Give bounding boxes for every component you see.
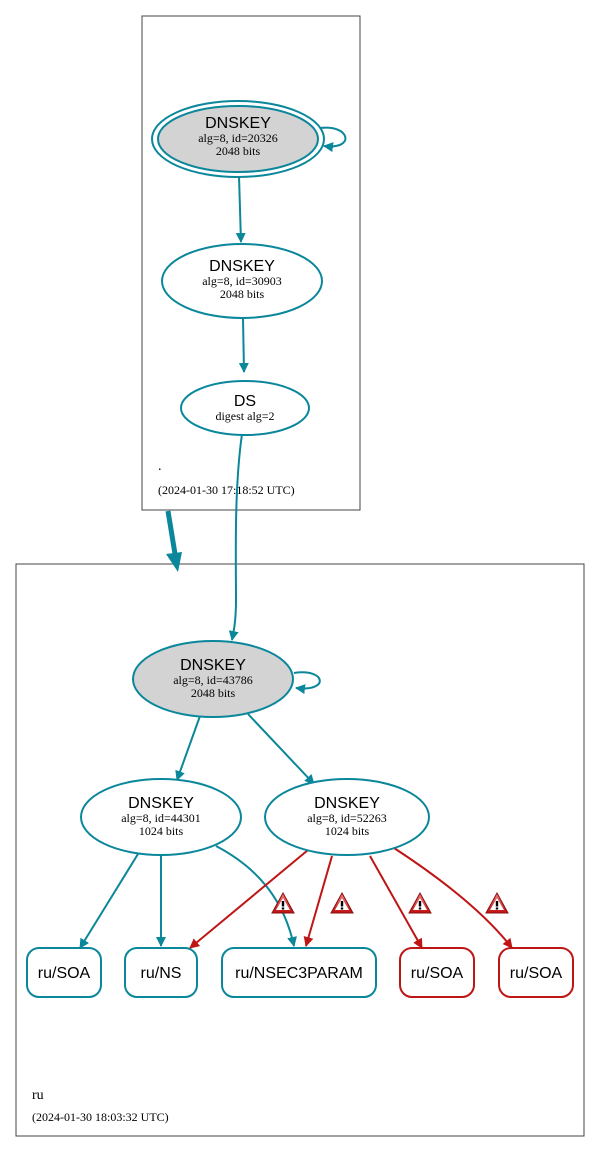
rrset-soa-3-box — [498, 947, 574, 998]
rrset-soa-3[interactable]: ru/SOA — [498, 947, 574, 998]
root-ksk-self-edge — [319, 126, 347, 153]
root-ksk-title: DNSKEY — [205, 115, 271, 132]
ru-ksk-node[interactable]: DNSKEY alg=8, id=43786 2048 bits — [132, 640, 294, 718]
ru-zsk1-alg: alg=8, id=44301 — [121, 811, 201, 825]
rrset-soa-1-label: ru/SOA — [38, 965, 91, 982]
root-zone-label: . — [158, 459, 162, 474]
rrset-ns-label: ru/NS — [141, 965, 182, 982]
ru-zsk1-bits: 1024 bits — [139, 824, 184, 838]
rrset-ns[interactable]: ru/NS — [124, 947, 198, 998]
ru-zsk1-title: DNSKEY — [128, 795, 194, 812]
rrset-nsec3param-label: ru/NSEC3PARAM — [235, 965, 363, 982]
root-ds-node[interactable]: DS digest alg=2 — [180, 380, 310, 436]
rrset-nsec3param[interactable]: ru/NSEC3PARAM — [221, 947, 377, 998]
ru-zsk2-alg: alg=8, id=52263 — [307, 811, 387, 825]
ru-ksk-ellipse — [132, 640, 294, 718]
rrset-soa-1-box — [26, 947, 102, 998]
rrset-soa-2-label: ru/SOA — [411, 965, 464, 982]
rrset-soa-3-label: ru/SOA — [510, 965, 563, 982]
root-zsk-node[interactable]: DNSKEY alg=8, id=30903 2048 bits — [161, 243, 323, 319]
ru-ksk-alg: alg=8, id=43786 — [173, 673, 253, 687]
root-ds-digest: digest alg=2 — [215, 409, 274, 423]
ru-zsk1-ellipse — [80, 778, 242, 856]
root-zsk-title: DNSKEY — [209, 258, 275, 275]
root-ksk-to-zsk-edge — [235, 175, 246, 243]
root-zone-box — [141, 15, 361, 511]
ru-ksk-to-zsk2-edge — [247, 713, 315, 785]
rrset-soa-2[interactable]: ru/SOA — [399, 947, 475, 998]
rrset-soa-1[interactable]: ru/SOA — [26, 947, 102, 998]
zsk2-to-nsec3param-edge — [303, 855, 333, 947]
root-zone-timestamp: (2024-01-30 17:18:52 UTC) — [158, 483, 295, 497]
zsk2-to-soa3-edge — [393, 847, 513, 949]
root-ksk-bits: 2048 bits — [216, 144, 261, 158]
ru-ksk-bits: 2048 bits — [191, 686, 236, 700]
warning-icon[interactable] — [485, 891, 509, 914]
ru-zone-timestamp: (2024-01-30 18:03:32 UTC) — [32, 1110, 169, 1124]
delegation-arrowhead — [166, 552, 182, 572]
root-zsk-to-ds-edge — [238, 317, 249, 373]
ds-to-ru-ksk-edge — [228, 433, 243, 641]
rrset-soa-2-box — [399, 947, 475, 998]
root-ds-ellipse — [180, 380, 310, 436]
ru-zsk2-bits: 1024 bits — [325, 824, 370, 838]
warning-icon[interactable] — [408, 891, 432, 914]
zsk2-to-ns-edge — [189, 849, 309, 949]
ru-zsk1-node[interactable]: DNSKEY alg=8, id=44301 1024 bits — [80, 778, 242, 856]
ru-ksk-to-zsk1-edge — [175, 715, 201, 781]
root-ksk-outer-ring — [151, 100, 325, 178]
root-ksk-ellipse — [157, 105, 319, 173]
delegation-arrow — [165, 510, 179, 561]
ru-ksk-title: DNSKEY — [180, 657, 246, 674]
rrset-ns-box — [124, 947, 198, 998]
ru-zone-label: ru — [32, 1088, 44, 1103]
ru-ksk-self-edge — [293, 671, 321, 695]
root-zsk-bits: 2048 bits — [220, 287, 265, 301]
zsk1-to-soa-edge — [79, 853, 139, 949]
ru-zsk2-node[interactable]: DNSKEY alg=8, id=52263 1024 bits — [264, 778, 430, 856]
root-ksk-node[interactable]: DNSKEY alg=8, id=20326 2048 bits — [151, 100, 325, 178]
root-zsk-ellipse — [161, 243, 323, 319]
ru-zsk2-title: DNSKEY — [314, 795, 380, 812]
root-ds-title: DS — [234, 393, 256, 410]
root-zsk-alg: alg=8, id=30903 — [202, 274, 282, 288]
zsk2-to-soa2-edge — [369, 855, 423, 949]
rrset-nsec3param-box — [221, 947, 377, 998]
ru-zsk2-ellipse — [264, 778, 430, 856]
zsk1-to-nsec3param-edge — [215, 845, 297, 947]
warning-icon[interactable] — [271, 891, 295, 914]
warning-icon[interactable] — [330, 891, 354, 914]
ru-zone-box — [15, 563, 585, 1137]
root-ksk-alg: alg=8, id=20326 — [198, 131, 278, 145]
